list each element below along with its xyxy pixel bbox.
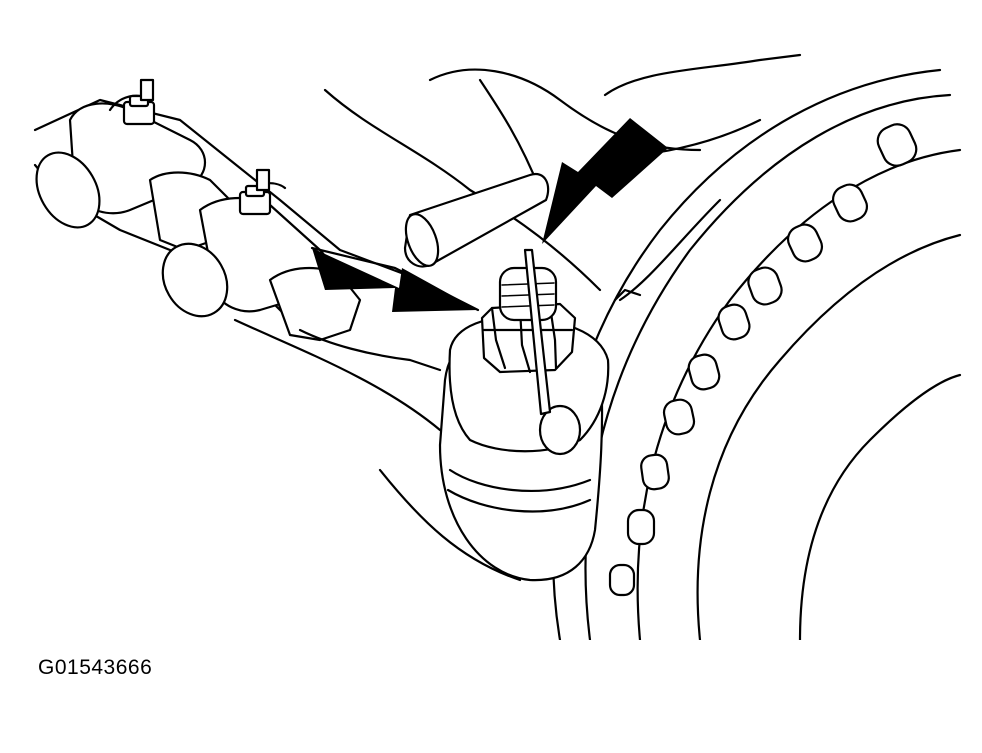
pin-sleeve xyxy=(403,172,550,268)
arrow-icon xyxy=(310,246,480,312)
tie-rod xyxy=(33,94,442,372)
figure-id-label: G01543666 xyxy=(38,656,153,679)
rotor-vent-slots xyxy=(608,123,918,597)
arm-bolts xyxy=(122,78,272,216)
knuckle-housing xyxy=(233,53,802,582)
castle-nut xyxy=(480,248,577,416)
arrow-icon xyxy=(542,118,668,244)
suspension-diagram xyxy=(33,53,962,640)
